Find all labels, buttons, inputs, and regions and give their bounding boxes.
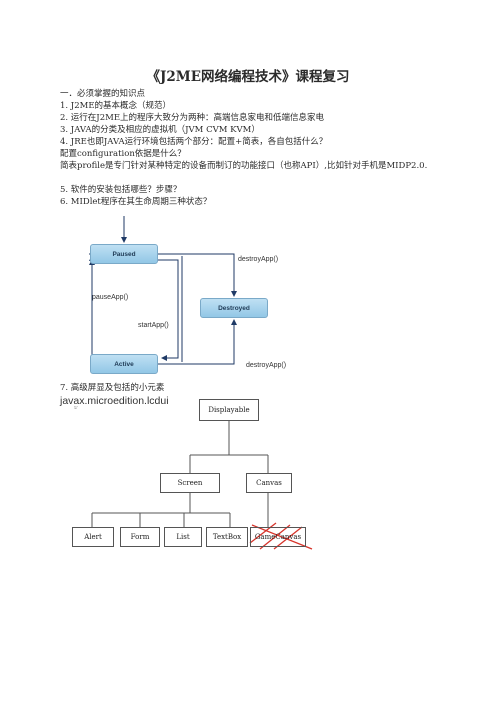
class-list: List [164, 527, 202, 547]
section-heading: 一．必须掌握的知识点 [60, 89, 146, 99]
class-textbox: TextBox [206, 527, 248, 547]
list-item-5: 5. 软件的安装包括哪些？步骤？ [60, 185, 182, 195]
state-paused: Paused [90, 244, 158, 264]
list-item-4: 4. JRE也即JAVA运行环境包括两个部分：配置+简表，各自包括什么？ [60, 137, 328, 147]
state-active: Active [90, 354, 158, 374]
class-screen: Screen [160, 473, 220, 493]
lcdui-class-diagram: ש Displayable Screen Canvas Alert Form L… [64, 393, 324, 553]
paused-to-active-arrow [158, 259, 179, 361]
list-item-3: 3. JAVA的分类及相应的虚拟机（JVM CVM KVM） [60, 125, 260, 135]
document-title: 《J2ME网络编程技术》课程复习 [146, 69, 350, 85]
class-canvas: Canvas [246, 473, 292, 493]
class-displayable: Displayable [199, 399, 259, 421]
paste-marker: ש [74, 405, 78, 411]
list-item-4-profile: 简表profile是专门针对某种特定的设备而制订的功能接口（也称API）,比如针… [60, 161, 428, 171]
strike-line-1 [249, 522, 277, 544]
state-diagram-arrows [89, 216, 237, 365]
strike-line-3 [273, 526, 303, 550]
list-item-7: 7. 高级屏显及包括的小元素 [60, 383, 165, 393]
label-destroy-top: destroyApp() [238, 256, 279, 263]
strike-line-2 [259, 524, 291, 550]
list-item-6: 6. MIDlet程序在其生命周期三种状态？ [60, 197, 212, 207]
hierarchy-lines [91, 421, 313, 550]
paused-to-destroyed-arrow [158, 253, 237, 297]
strike-line-4 [251, 524, 313, 550]
class-gamecanvas: GameCanvas [250, 527, 306, 547]
list-item-1: 1. J2ME的基本概念（规范） [60, 101, 172, 111]
label-destroy-bottom: destroyApp() [246, 362, 287, 369]
class-alert: Alert [72, 527, 114, 547]
label-pause: pauseApp() [92, 294, 129, 301]
state-destroyed: Destroyed [200, 298, 268, 318]
list-item-2: 2. 运行在J2ME上的程序大致分为两种：高端信息家电和低端信息家电 [60, 113, 325, 123]
midlet-lifecycle-diagram: Paused Destroyed Active destroyApp() pau… [86, 214, 306, 374]
class-form: Form [120, 527, 160, 547]
label-start: startApp() [138, 322, 169, 329]
list-item-4-note: 配置configuration依据是什么？ [60, 149, 186, 159]
active-to-destroyed-arrow [158, 319, 237, 365]
package-name: javax.microedition.lcdui [60, 395, 169, 407]
